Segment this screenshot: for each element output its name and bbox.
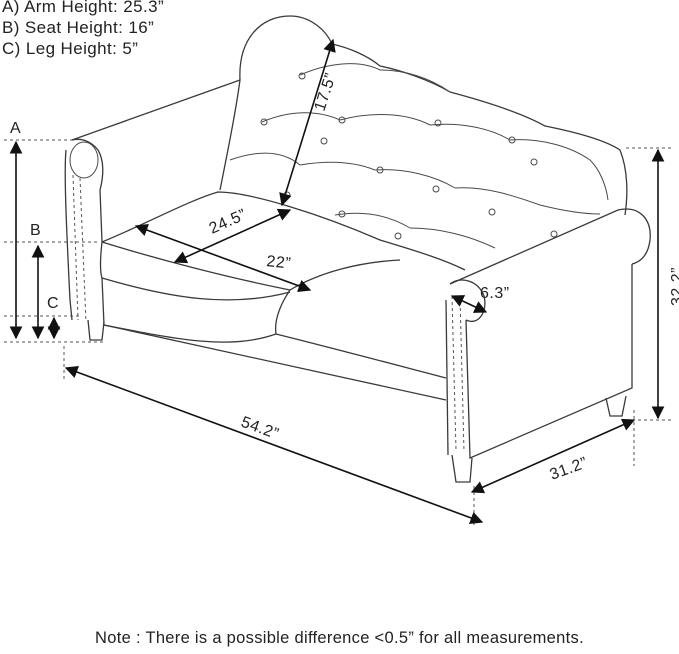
legend-arm-height: A) Arm Height: 25.3” [2, 0, 165, 16]
sofa-drawing [64, 15, 651, 483]
label-total-height: 32.2” [669, 267, 679, 306]
arm-width-arrow [450, 295, 488, 313]
total-width-arrow [64, 365, 484, 525]
label-total-depth: 31.2” [548, 454, 590, 483]
dimension-labels: A B C 17.5” 24.5” 22” 6.3” 32.2” 54.2” 3… [10, 71, 679, 484]
seat-width-arrow [134, 223, 312, 293]
measurement-note: Note : There is a possible difference <0… [95, 629, 584, 647]
nailhead-trim-left [72, 174, 87, 323]
marker-b: B [30, 222, 41, 239]
legend-seat-height: B) Seat Height: 16” [2, 18, 155, 37]
total-depth-arrow [470, 418, 636, 494]
dimension-arrows [9, 38, 665, 525]
tufting-pattern [229, 63, 609, 249]
label-seat-depth: 24.5” [207, 206, 250, 237]
marker-c: C [47, 295, 59, 312]
label-total-width: 54.2” [239, 414, 281, 443]
marker-a: A [10, 120, 21, 137]
label-back-height: 17.5” [312, 71, 340, 113]
back-height-arrow [279, 38, 336, 207]
label-seat-width: 22” [266, 253, 292, 272]
label-arm-width: 6.3” [480, 285, 510, 302]
nailhead-trim-right [451, 295, 465, 453]
sofa-legs [87, 319, 627, 483]
legend-leg-height: C) Leg Height: 5” [2, 39, 139, 58]
measurement-legend: A) Arm Height: 25.3” B) Seat Height: 16”… [2, 0, 164, 59]
